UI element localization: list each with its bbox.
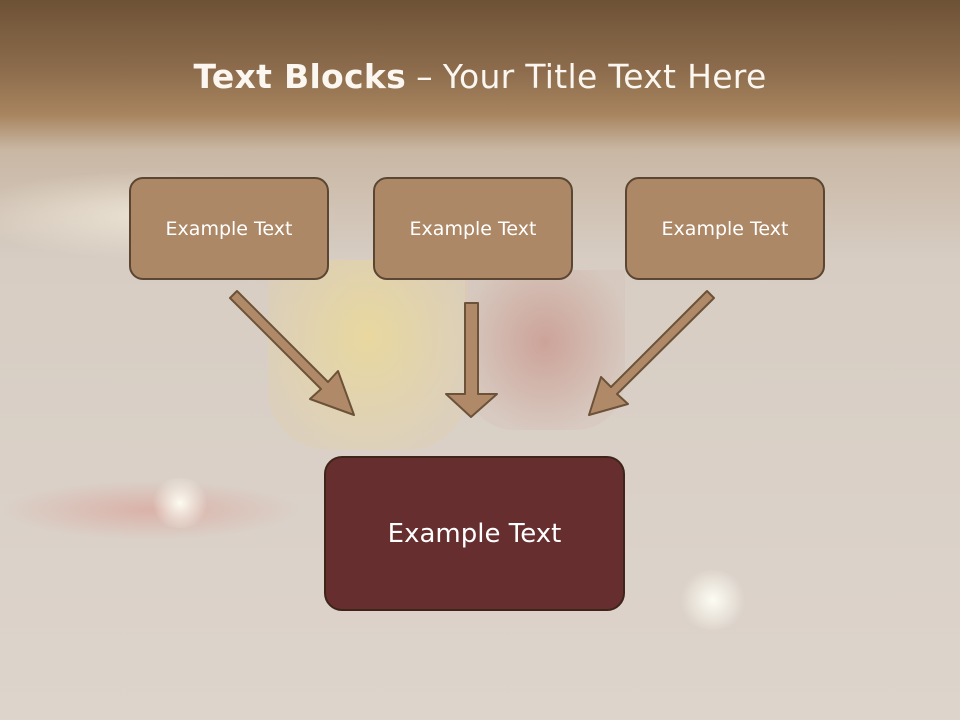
title-bold-text: Text Blocks: [193, 56, 407, 96]
text-block-3[interactable]: Example Text: [625, 177, 825, 280]
text-block-1-label: Example Text: [165, 217, 293, 240]
arrow-left: [229, 290, 355, 416]
main-text-block[interactable]: Example Text: [324, 456, 625, 611]
title-rest-text: Your Title Text Here: [442, 56, 767, 96]
slide-title: Text Blocks – Your Title Text Here: [0, 52, 960, 100]
text-block-1[interactable]: Example Text: [129, 177, 329, 280]
main-text-block-label: Example Text: [387, 518, 562, 549]
arrow-right: [588, 290, 715, 416]
text-block-2[interactable]: Example Text: [373, 177, 573, 280]
title-dash: –: [416, 56, 433, 96]
text-block-3-label: Example Text: [661, 217, 789, 240]
arrow-center: [445, 302, 498, 418]
text-block-2-label: Example Text: [409, 217, 537, 240]
